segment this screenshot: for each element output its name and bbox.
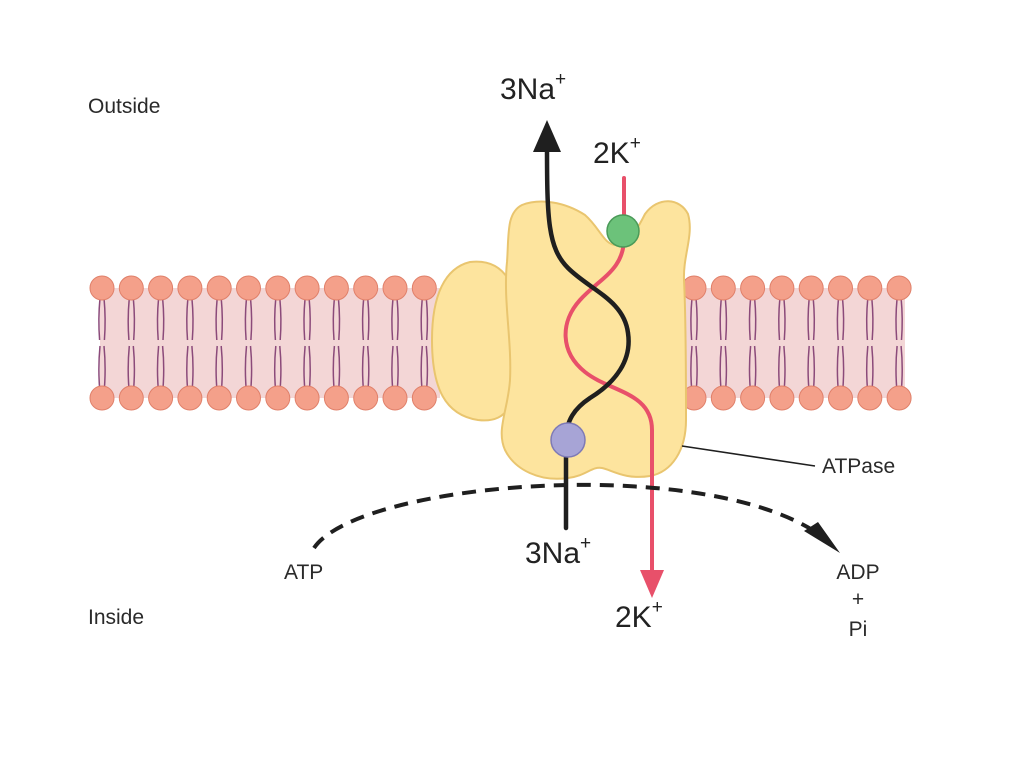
lipid-head [119,276,143,300]
lipid-head [178,276,202,300]
lipid-head [741,386,765,410]
plus-label: + [830,588,886,612]
lipid-head [178,386,202,410]
potassium-inside-charge: + [652,597,663,618]
sodium-outside-charge: + [555,69,566,90]
lipid-head [858,276,882,300]
lipid-head [711,276,735,300]
lipid-head [799,276,823,300]
lipid-head [412,386,436,410]
potassium-outside-base: 2K [593,137,630,170]
lipid-head [770,276,794,300]
lipid-tail [99,298,100,340]
lipid-head [887,276,911,300]
sodium-outside-base: 3Na [500,73,555,106]
lipid-head [799,386,823,410]
lipid-head [887,386,911,410]
lipid-head [412,276,436,300]
lipid-head [266,386,290,410]
sodium-binding-site [551,423,585,457]
potassium-arrowhead [640,570,664,598]
lipid-head [354,276,378,300]
potassium-inside-label: 2K+ [615,600,663,635]
atpase-leader-line [682,446,815,466]
sodium-arrowhead [533,120,561,152]
membrane-band-left [100,288,440,398]
lipid-head [90,386,114,410]
lipid-head [383,276,407,300]
potassium-inside-base: 2K [615,601,652,634]
lipid-head [237,386,261,410]
lipid-head [741,276,765,300]
adp-label: ADP [830,561,886,585]
pi-label: Pi [830,618,886,642]
lipid-head [324,276,348,300]
sodium-inside-base: 3Na [525,537,580,570]
lipid-head [858,386,882,410]
potassium-outside-label: 2K+ [593,136,641,171]
sodium-inside-charge: + [580,533,591,554]
lipid-head [295,276,319,300]
potassium-binding-site [607,215,639,247]
lipid-head [354,386,378,410]
atp-label: ATP [284,561,323,585]
lipid-head [324,386,348,410]
lipid-head [237,276,261,300]
sodium-inside-label: 3Na+ [525,536,591,571]
atpase-main-body [502,201,690,479]
potassium-outside-charge: + [630,133,641,154]
lipid-head [829,386,853,410]
lipid-head [383,386,407,410]
lipid-head [207,386,231,410]
lipid-head [90,276,114,300]
lipid-head [711,386,735,410]
lipid-head [266,276,290,300]
lipid-head [295,386,319,410]
lipid-head [149,276,173,300]
membrane-band-right [680,288,905,398]
sodium-outside-label: 3Na+ [500,72,566,107]
outside-label: Outside [88,95,160,119]
lipid-head [149,386,173,410]
lipid-head [119,386,143,410]
lipid-head [207,276,231,300]
lipid-tail [99,346,100,388]
lipid-head [829,276,853,300]
atpase-label: ATPase [822,455,895,479]
lipid-head [770,386,794,410]
inside-label: Inside [88,606,144,630]
